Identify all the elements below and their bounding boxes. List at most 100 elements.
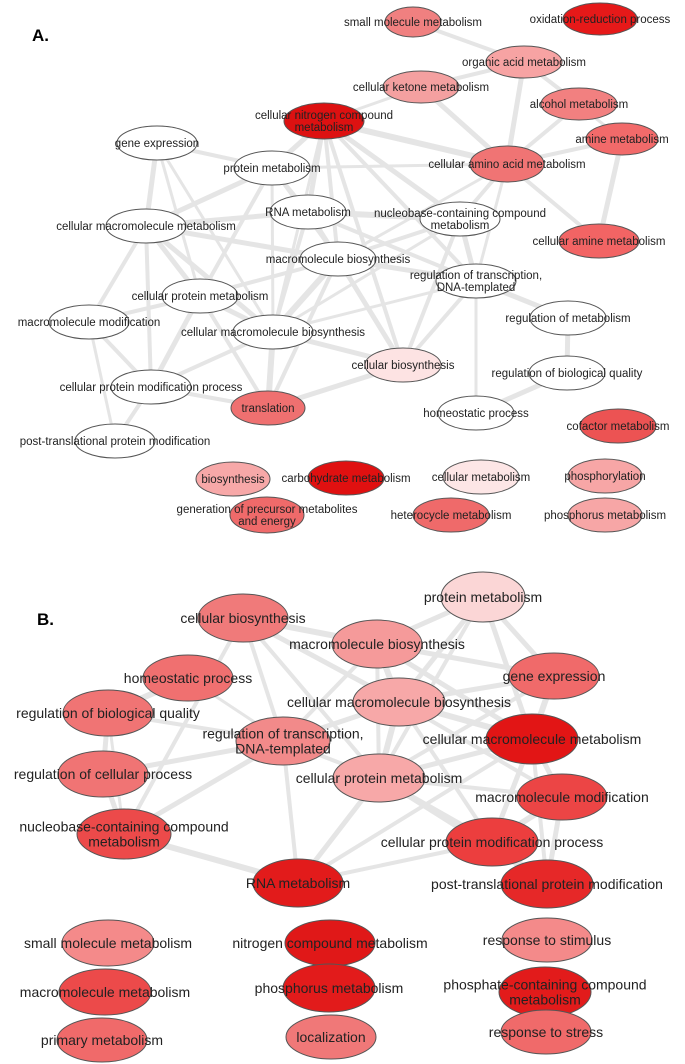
node-ellipse[interactable] [412,497,490,533]
node-a29[interactable]: carbohydrate metabolism [281,460,411,496]
node-ellipse[interactable] [382,70,460,104]
node-ellipse[interactable] [485,45,563,79]
node-ellipse[interactable] [232,314,314,350]
node-ellipse[interactable] [540,87,618,121]
node-ellipse[interactable] [501,917,593,963]
node-b11[interactable]: cellular protein metabolism [296,753,463,803]
node-a26[interactable]: cofactor metabolism [567,408,670,444]
node-a19[interactable]: cellular macromolecule biosynthesis [181,314,365,350]
node-b1[interactable]: protein metabolism [424,571,542,623]
node-a23[interactable]: cellular protein modification process [60,369,243,405]
node-ellipse[interactable] [442,459,520,495]
node-ellipse[interactable] [469,145,545,183]
node-ellipse[interactable] [364,347,442,383]
node-ellipse[interactable] [105,208,187,244]
node-a31[interactable]: phosphorylation [564,458,646,494]
node-ellipse[interactable] [440,571,526,623]
node-ellipse[interactable] [500,859,594,909]
node-b5[interactable]: homeostatic process [124,654,252,702]
node-ellipse[interactable] [419,201,501,237]
node-ellipse[interactable] [57,750,149,798]
node-ellipse[interactable] [352,677,446,727]
node-b22[interactable]: phosphorus metabolism [255,963,404,1013]
node-b15[interactable]: RNA metabolism [246,858,350,908]
node-ellipse[interactable] [197,593,289,643]
node-ellipse[interactable] [435,263,517,299]
node-a27[interactable]: post-translational protein modification [20,423,211,459]
node-b10[interactable]: regulation of cellular process [14,750,192,798]
node-ellipse[interactable] [269,194,347,230]
node-b19[interactable]: response to stimulus [483,917,611,963]
node-ellipse[interactable] [485,713,579,765]
node-ellipse[interactable] [230,390,306,426]
node-a30[interactable]: cellular metabolism [432,459,530,495]
node-a2[interactable]: oxidation-reduction process [530,2,671,36]
node-ellipse[interactable] [516,773,608,821]
node-ellipse[interactable] [62,689,154,737]
node-a10[interactable]: cellular amino acid metabolism [428,145,586,183]
node-a18[interactable]: macromolecule modification [18,304,161,340]
node-a14[interactable]: cellular amine metabolism [533,223,666,259]
node-a20[interactable]: regulation of metabolism [505,300,631,336]
node-ellipse[interactable] [282,963,376,1013]
node-a13[interactable]: cellular macromolecule metabolism [56,208,236,244]
node-ellipse[interactable] [567,497,643,533]
node-ellipse[interactable] [229,496,305,534]
node-b3[interactable]: macromolecule biosynthesis [289,619,465,669]
node-a8[interactable]: gene expression [115,125,199,161]
node-b23[interactable]: primary metabolism [41,1017,163,1063]
node-ellipse[interactable] [285,1014,377,1060]
node-a28[interactable]: biosynthesis [195,461,271,497]
node-ellipse[interactable] [529,300,607,336]
node-b7[interactable]: regulation of biological quality [16,689,200,737]
node-ellipse[interactable] [142,654,234,702]
node-b14[interactable]: cellular protein modification process [381,817,604,867]
node-a5[interactable]: alcohol metabolism [530,87,628,121]
node-a9[interactable]: protein metabolism [223,150,321,186]
node-b25[interactable]: response to stress [489,1009,603,1055]
node-ellipse[interactable] [161,278,239,314]
node-ellipse[interactable] [56,1017,148,1063]
node-ellipse[interactable] [567,458,643,494]
node-ellipse[interactable] [58,968,152,1016]
node-ellipse[interactable] [562,2,638,36]
node-a11[interactable]: RNA metabolism [265,194,351,230]
node-ellipse[interactable] [445,817,539,867]
node-ellipse[interactable] [528,355,606,391]
node-b16[interactable]: post-translational protein modification [431,859,663,909]
node-ellipse[interactable] [252,858,344,908]
node-b9[interactable]: cellular macromolecule metabolism [423,713,642,765]
node-ellipse[interactable] [500,1009,592,1055]
node-ellipse[interactable] [76,808,172,860]
node-ellipse[interactable] [299,241,377,277]
node-a33[interactable]: heterocycle metabolism [391,497,512,533]
node-ellipse[interactable] [579,408,657,444]
node-a22[interactable]: regulation of biological quality [492,355,643,391]
node-a25[interactable]: homeostatic process [423,395,529,431]
node-a4[interactable]: cellular ketone metabolism [353,70,489,104]
node-a15[interactable]: macromolecule biosynthesis [266,241,411,277]
node-a24[interactable]: translation [230,390,306,426]
node-ellipse[interactable] [116,125,198,161]
node-b18[interactable]: nitrogen compound metabolism [232,919,428,967]
node-b6[interactable]: cellular macromolecule biosynthesis [287,677,511,727]
node-ellipse[interactable] [307,460,385,496]
node-b4[interactable]: gene expression [503,652,606,700]
node-a21[interactable]: cellular biosynthesis [352,347,455,383]
node-ellipse[interactable] [233,150,311,186]
node-b2[interactable]: cellular biosynthesis [180,593,306,643]
node-a7[interactable]: amine metabolism [575,122,669,156]
node-ellipse[interactable] [110,369,192,405]
node-ellipse[interactable] [558,223,640,259]
node-ellipse[interactable] [195,461,271,497]
node-b17[interactable]: small molecule metabolism [24,919,192,967]
node-a34[interactable]: phosphorus metabolism [544,497,666,533]
node-b8[interactable]: regulation of transcription,DNA-template… [202,716,364,766]
node-ellipse[interactable] [331,619,423,669]
node-ellipse[interactable] [48,304,130,340]
